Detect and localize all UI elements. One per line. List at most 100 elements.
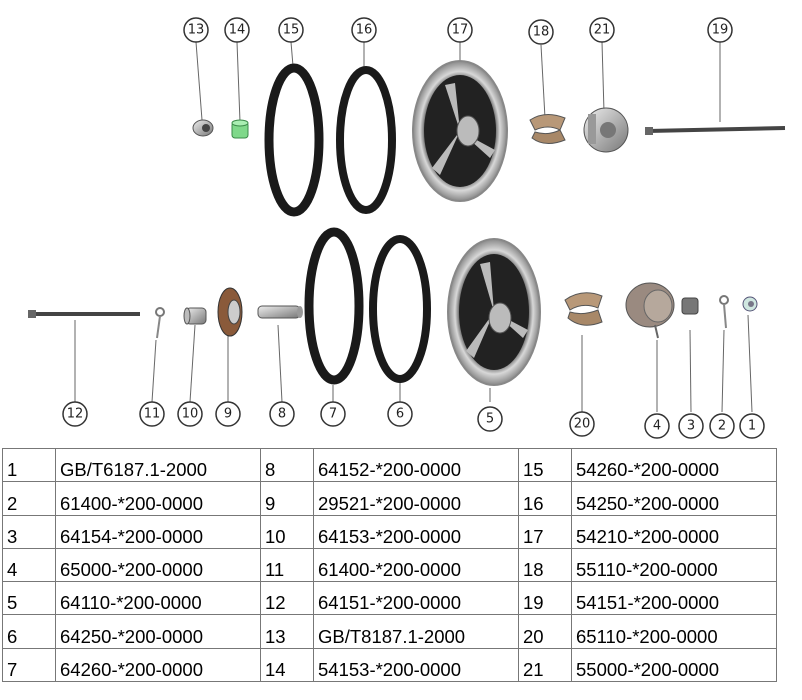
part-code: 61400-*200-0000: [313, 547, 519, 583]
exploded-parts-diagram: 13 14 15 16 17 18 21 19 12 11 10 9 8 7 6…: [28, 17, 786, 439]
part-code: 54153-*200-0000: [313, 647, 519, 683]
part-number: 15: [518, 447, 572, 483]
part-code: GB/T8187.1-2000: [313, 614, 519, 649]
part-14-bushing: [231, 119, 249, 139]
part-number: 20: [518, 614, 572, 649]
part-number: 18: [518, 547, 572, 583]
callout-8-label: 8: [278, 407, 286, 422]
part-5-wheel-rim: [447, 238, 541, 386]
callout-13: [183, 17, 209, 43]
part-number: 11: [260, 547, 314, 583]
callout-2: [709, 413, 735, 439]
callout-11-label: 11: [144, 407, 161, 422]
part-code: 54250-*200-0000: [571, 481, 777, 516]
part-8-spacer: [257, 305, 303, 319]
part-number: 10: [260, 514, 314, 549]
part-number: 4: [2, 547, 56, 583]
callout-labels: 13 14 15 16 17 18 21 19 12 11 10 9 8 7 6…: [67, 23, 756, 434]
part-20-brake-shoes: [564, 292, 603, 326]
callout-4: [644, 413, 670, 439]
table-row: 5 64110-*200-0000 12 64151-*200-0000 19 …: [2, 581, 777, 616]
callout-5-label: 5: [486, 412, 494, 427]
part-number: 5: [2, 581, 56, 616]
table-row: 7 64260-*200-0000 14 54153-*200-0000 21 …: [2, 647, 777, 683]
callout-12: [62, 401, 88, 427]
table-row: 2 61400-*200-0000 9 29521-*200-0000 16 5…: [2, 481, 777, 516]
part-number: 7: [2, 647, 56, 683]
callout-9: [215, 401, 241, 427]
part-number: 21: [518, 647, 572, 683]
callout-14-label: 14: [229, 23, 246, 38]
leader-lines: [74, 41, 753, 413]
callout-19-label: 19: [712, 23, 729, 38]
callout-16-label: 16: [356, 23, 373, 38]
part-number: 3: [2, 514, 56, 549]
part-code: 64153-*200-0000: [313, 514, 519, 549]
callout-17: [447, 17, 473, 43]
part-16-inner-tube: [336, 66, 396, 214]
part-13-nut: [192, 119, 214, 137]
part-code: 55110-*200-0000: [571, 547, 777, 583]
parts-table: 1 GB/T6187.1-2000 8 64152-*200-0000 15 5…: [2, 447, 777, 683]
part-1-nut: [742, 296, 758, 312]
callout-2-label: 2: [718, 419, 726, 434]
part-10-collar: [183, 307, 207, 325]
part-code: 61400-*200-0000: [55, 481, 261, 516]
part-12-axle: [28, 310, 140, 318]
callout-15-label: 15: [283, 23, 300, 38]
part-4-brake-drum: [625, 282, 675, 339]
callout-10: [177, 401, 203, 427]
table-row: 1 GB/T6187.1-2000 8 64152-*200-0000 15 5…: [2, 447, 777, 483]
part-number: 6: [2, 614, 56, 649]
callout-19: [707, 17, 733, 43]
callout-6: [387, 401, 413, 427]
part-code: 64151-*200-0000: [313, 581, 519, 616]
part-number: 9: [260, 481, 314, 516]
part-number: 14: [260, 647, 314, 683]
part-code: GB/T6187.1-2000: [55, 447, 261, 483]
part-7-tire: [304, 227, 364, 385]
callout-4-label: 4: [653, 419, 661, 434]
table-row: 3 64154-*200-0000 10 64153-*200-0000 17 …: [2, 514, 777, 549]
part-code: 55000-*200-0000: [571, 647, 777, 683]
part-code: 64250-*200-0000: [55, 614, 261, 649]
part-code: 64154-*200-0000: [55, 514, 261, 549]
part-number: 1: [2, 447, 56, 483]
part-9-sprocket: [217, 287, 243, 337]
part-code: 65000-*200-0000: [55, 547, 261, 583]
callout-9-label: 9: [224, 407, 232, 422]
part-17-wheel-rim: [412, 60, 508, 202]
part-number: 16: [518, 481, 572, 516]
callout-13-label: 13: [188, 23, 205, 38]
callout-5: [477, 406, 503, 432]
callout-3: [678, 413, 704, 439]
part-15-tire: [264, 63, 324, 217]
part-2-cotter: [719, 295, 729, 329]
callout-21-label: 21: [594, 23, 611, 38]
callout-7-label: 7: [329, 407, 337, 422]
part-code: 64260-*200-0000: [55, 647, 261, 683]
part-code: 64110-*200-0000: [55, 581, 261, 616]
part-6-inner-tube: [369, 235, 431, 383]
callout-20-label: 20: [574, 417, 591, 432]
callout-12-label: 12: [67, 407, 84, 422]
callout-14: [224, 17, 250, 43]
part-code: 65110-*200-0000: [571, 614, 777, 649]
callout-21: [589, 17, 615, 43]
callout-20: [569, 411, 595, 437]
callout-16: [351, 17, 377, 43]
callout-3-label: 3: [687, 419, 695, 434]
part-number: 2: [2, 481, 56, 516]
callout-1: [739, 413, 765, 439]
table-row: 6 64250-*200-0000 13 GB/T8187.1-2000 20 …: [2, 614, 777, 649]
part-19-axle: [645, 126, 786, 135]
part-code: 54260-*200-0000: [571, 447, 777, 483]
part-3-collar: [681, 297, 699, 315]
callout-6-label: 6: [396, 407, 404, 422]
callout-17-label: 17: [452, 23, 469, 38]
callout-8: [269, 401, 295, 427]
part-11-cotter: [155, 307, 165, 339]
callout-11: [139, 401, 165, 427]
part-number: 13: [260, 614, 314, 649]
part-number: 8: [260, 447, 314, 483]
